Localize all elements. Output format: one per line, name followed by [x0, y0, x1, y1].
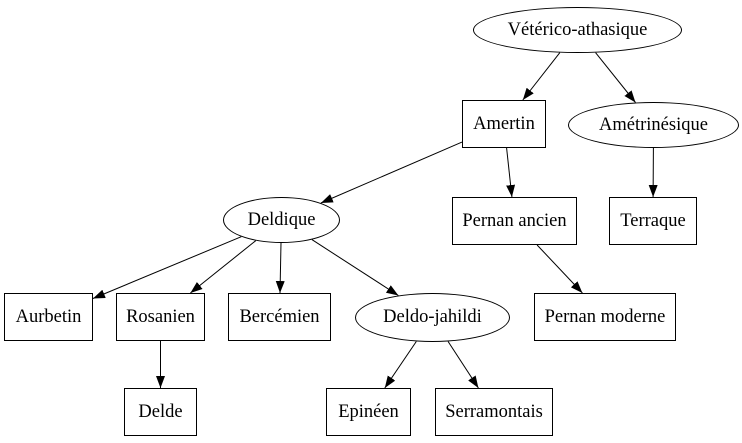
- node-ametrinesique: Amétrinésique: [568, 102, 739, 148]
- node-deldo-jahildi: Deldo-jahildi: [355, 293, 510, 342]
- node-label-serramontais: Serramontais: [445, 401, 543, 422]
- node-label-epineen: Epinéen: [338, 401, 399, 422]
- edge-deldo-jahildi-to-epineen: [384, 341, 417, 389]
- node-aurbetin: Aurbetin: [4, 293, 93, 341]
- node-veterico-athasique: Vétérico-athasique: [473, 7, 682, 53]
- node-label-deldique: Deldique: [247, 209, 316, 230]
- edge-deldique-to-bercemien: [275, 242, 285, 294]
- node-amertin: Amertin: [462, 100, 546, 148]
- node-deldique: Deldique: [223, 197, 340, 243]
- edge-pernan-ancien-to-pernan-moderne: [536, 244, 583, 294]
- edge-deldo-jahildi-to-serramontais: [447, 341, 479, 389]
- node-label-veterico-athasique: Vétérico-athasique: [507, 19, 648, 40]
- node-label-aurbetin: Aurbetin: [15, 306, 82, 327]
- node-label-deldo-jahildi: Deldo-jahildi: [383, 307, 482, 328]
- node-label-amertin: Amertin: [473, 113, 535, 134]
- node-label-bercemien: Bercémien: [239, 306, 320, 327]
- edge-deldique-to-aurbetin: [92, 236, 242, 299]
- node-label-rosanien: Rosanien: [126, 306, 195, 327]
- node-serramontais: Serramontais: [435, 388, 553, 436]
- node-delde: Delde: [124, 388, 197, 436]
- node-rosanien: Rosanien: [116, 293, 205, 341]
- node-bercemien: Bercémien: [228, 293, 331, 341]
- node-terraque: Terraque: [609, 197, 697, 245]
- edge-veterico-athasique-to-ametrinesique: [595, 52, 636, 103]
- node-pernan-ancien: Pernan ancien: [452, 197, 577, 245]
- node-epineen: Epinéen: [326, 388, 411, 436]
- node-pernan-moderne: Pernan moderne: [534, 293, 676, 341]
- edge-amertin-to-deldique: [320, 141, 463, 204]
- edge-veterico-athasique-to-amertin: [522, 52, 561, 101]
- node-label-ametrinesique: Amétrinésique: [599, 114, 708, 135]
- edge-deldique-to-rosanien: [190, 240, 257, 294]
- node-label-pernan-moderne: Pernan moderne: [544, 306, 666, 327]
- node-label-pernan-ancien: Pernan ancien: [462, 210, 567, 231]
- node-label-terraque: Terraque: [620, 210, 686, 231]
- node-label-delde: Delde: [138, 401, 183, 422]
- edge-deldique-to-deldo-jahildi: [311, 239, 399, 296]
- edge-amertin-to-pernan-ancien: [506, 147, 516, 198]
